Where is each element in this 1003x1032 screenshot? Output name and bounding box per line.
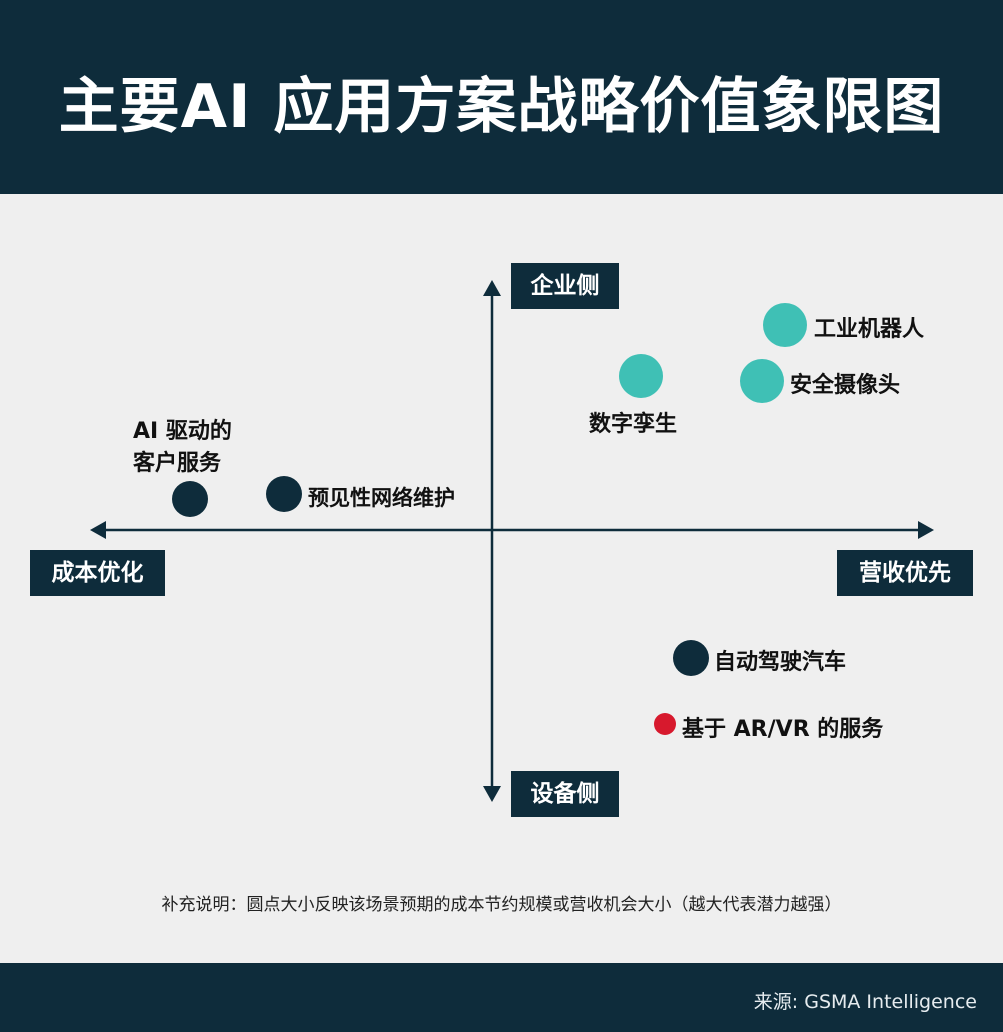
axis-label-bottom: 设备侧 bbox=[511, 771, 619, 817]
ai-customer-service-label-line2: 客户服务 bbox=[133, 451, 222, 476]
security-camera-dot bbox=[740, 359, 784, 403]
left-arrow-icon bbox=[90, 521, 106, 539]
digital-twin-label: 数字孪生 bbox=[589, 412, 678, 437]
header-banner: 主要AI 应用方案战略价值象限图 bbox=[0, 0, 1003, 194]
axis-label-left: 成本优化 bbox=[30, 550, 165, 596]
ai-customer-service-dot bbox=[172, 481, 208, 517]
footnote: 补充说明：圆点大小反映该场景预期的成本节约规模或营收机会大小（越大代表潜力越强） bbox=[161, 895, 842, 915]
autonomous-driving-dot bbox=[673, 640, 709, 676]
digital-twin-dot bbox=[619, 354, 663, 398]
arvr-services-label: 基于 AR/VR 的服务 bbox=[682, 717, 884, 742]
up-arrow-icon bbox=[483, 280, 501, 296]
quadrant-axes bbox=[90, 280, 934, 802]
predictive-maintenance-label: 预见性网络维护 bbox=[308, 486, 455, 510]
arvr-services-dot bbox=[654, 713, 676, 735]
predictive-maintenance-dot bbox=[266, 476, 302, 512]
right-arrow-icon bbox=[918, 521, 934, 539]
axis-label-right: 营收优先 bbox=[837, 550, 973, 596]
source-text: 来源: GSMA Intelligence bbox=[753, 991, 977, 1013]
autonomous-driving-label: 自动驾驶汽车 bbox=[714, 650, 847, 675]
industrial-robot-label: 工业机器人 bbox=[814, 317, 925, 342]
down-arrow-icon bbox=[483, 786, 501, 802]
industrial-robot-dot bbox=[763, 303, 807, 347]
page-title: 主要AI 应用方案战略价值象限图 bbox=[58, 72, 945, 142]
footer-banner: 来源: GSMA Intelligence bbox=[0, 963, 1003, 1032]
ai-customer-service-label-line1: AI 驱动的 bbox=[133, 419, 232, 444]
security-camera-label: 安全摄像头 bbox=[790, 373, 901, 398]
axis-label-top: 企业侧 bbox=[511, 263, 619, 309]
